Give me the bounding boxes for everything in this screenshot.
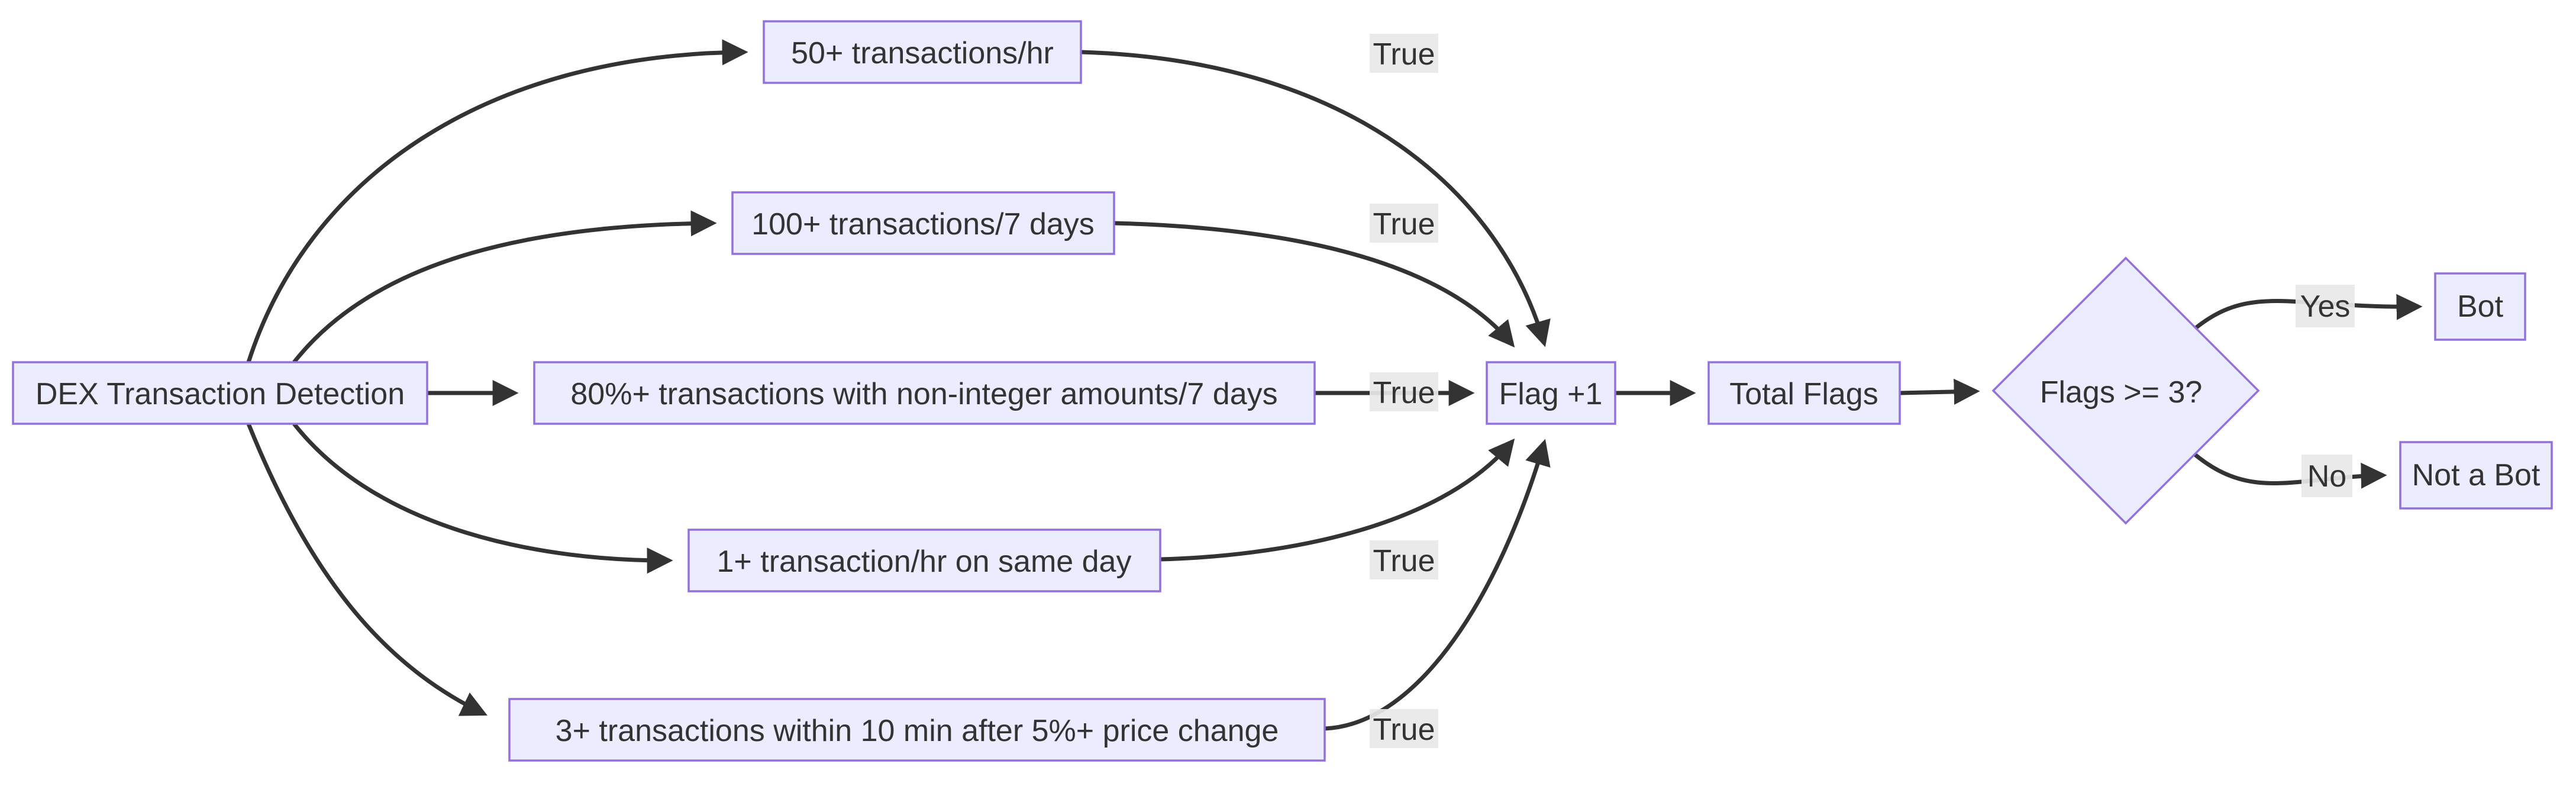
node-cond-1-transaction-hr-same-day-label: 1+ transaction/hr on same day xyxy=(717,545,1132,579)
edge-label-true-1: True xyxy=(1370,34,1438,73)
edge-label-no-text: No xyxy=(2307,459,2346,494)
node-cond-non-integer-amounts-label: 80%+ transactions with non-integer amoun… xyxy=(570,377,1277,411)
edge-start-to-cond1 xyxy=(246,39,748,363)
edge-label-true-4: True xyxy=(1370,540,1438,579)
edge-labels: True True True True True Yes No xyxy=(1370,34,2355,748)
node-cond-100-transactions-7days: 100+ transactions/7 days xyxy=(731,191,1115,255)
edge-label-true-4-text: True xyxy=(1373,544,1435,578)
edge-cond5-to-flag xyxy=(1324,439,1551,731)
edge-label-no: No xyxy=(2301,455,2352,497)
edge-start-to-cond5 xyxy=(246,423,488,716)
node-flag-plus-1: Flag +1 xyxy=(1486,361,1616,425)
node-decision-flags-gte-3: Flags >= 3? xyxy=(1991,256,2260,525)
edge-label-true-1-text: True xyxy=(1373,37,1435,72)
node-cond-3-transactions-price-change-label: 3+ transactions within 10 min after 5%+ … xyxy=(556,714,1279,748)
edge-start-to-cond4 xyxy=(292,422,673,574)
edge-label-true-5-text: True xyxy=(1373,713,1435,747)
node-total-flags-label: Total Flags xyxy=(1729,377,1878,411)
node-dex-transaction-detection-label: DEX Transaction Detection xyxy=(35,377,405,411)
edge-label-true-2: True xyxy=(1370,204,1438,243)
node-flag-plus-1-label: Flag +1 xyxy=(1499,377,1603,411)
node-cond-50-transactions-hr-label: 50+ transactions/hr xyxy=(791,36,1054,70)
node-bot: Bot xyxy=(2434,272,2526,341)
edge-total-to-decision xyxy=(1899,378,1980,405)
edge-label-true-5: True xyxy=(1370,709,1438,748)
node-cond-100-transactions-7days-label: 100+ transactions/7 days xyxy=(751,207,1095,241)
edge-decision-to-bot xyxy=(2184,294,2423,338)
edge-label-yes-text: Yes xyxy=(2300,289,2351,324)
nodes: DEX Transaction Detection 50+ transactio… xyxy=(12,20,2553,762)
node-cond-1-transaction-hr-same-day: 1+ transaction/hr on same day xyxy=(687,529,1161,592)
node-cond-50-transactions-hr: 50+ transactions/hr xyxy=(763,20,1082,84)
edge-cond1-to-flag xyxy=(1080,50,1551,347)
edge-decision-to-notbot xyxy=(2184,445,2387,489)
edge-cond4-to-flag xyxy=(1160,438,1515,562)
edge-label-true-3-text: True xyxy=(1373,376,1435,410)
node-not-a-bot: Not a Bot xyxy=(2399,441,2553,510)
node-total-flags: Total Flags xyxy=(1707,361,1901,425)
node-cond-non-integer-amounts: 80%+ transactions with non-integer amoun… xyxy=(533,361,1316,425)
edge-cond2-to-flag xyxy=(1113,221,1515,348)
edge-label-true-3: True xyxy=(1370,372,1438,411)
node-cond-3-transactions-price-change: 3+ transactions within 10 min after 5%+ … xyxy=(508,698,1326,762)
edge-label-true-2-text: True xyxy=(1373,207,1435,241)
edge-start-to-cond2 xyxy=(292,210,717,364)
node-decision-flags-gte-3-label: Flags >= 3? xyxy=(2040,375,2203,410)
node-dex-transaction-detection: DEX Transaction Detection xyxy=(12,361,428,425)
edge-label-yes: Yes xyxy=(2296,285,2355,327)
node-not-a-bot-label: Not a Bot xyxy=(2412,458,2541,492)
node-bot-label: Bot xyxy=(2457,289,2504,324)
